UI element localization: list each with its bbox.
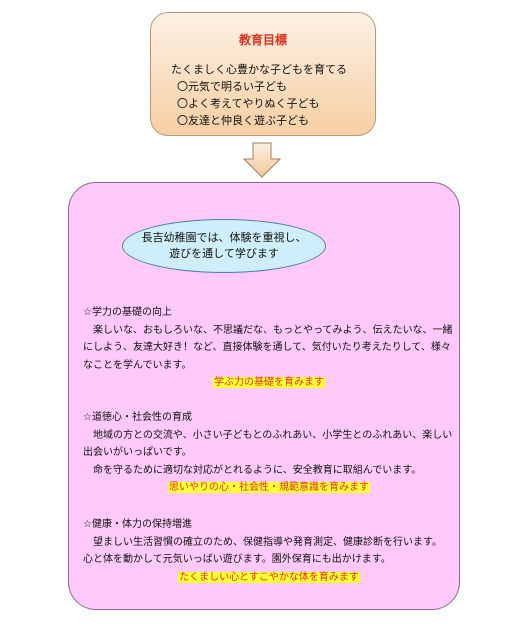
goal-item: 〇元気で明るい子ども — [177, 80, 287, 93]
down-arrow-icon — [243, 142, 281, 178]
goal-item: 〇よく考えてやりぬく子ども — [177, 97, 320, 110]
section-heading: ☆道徳心・社会性の育成 — [83, 412, 192, 423]
intro-ellipse: 長吉幼稚園では、体験を重視し、 遊びを通して学びます — [122, 219, 326, 273]
education-goal-box: 教育目標 たくましく心豊かな子どもを育てる 〇元気で明るい子ども 〇よく考えてや… — [150, 12, 376, 136]
goal-title: 教育目標 — [238, 33, 287, 47]
section-heading: ☆健康・体力の保持増進 — [83, 519, 192, 530]
goal-list: たくましく心豊かな子どもを育てる 〇元気で明るい子ども 〇よく考えてやりぬく子ど… — [171, 61, 347, 129]
section-body: 望ましい生活習慣の確立のため、保健指導や発育測定、健康診断を行います。 — [93, 536, 442, 548]
intro-text: 長吉幼稚園では、体験を重視し、 遊びを通して学びます — [123, 230, 325, 262]
intro-line: 遊びを通して学びます — [169, 247, 279, 260]
section-body: 地域の方との交流や、小さい子どもとのふれあい、小学生とのふれあい、楽しい出会いが… — [83, 429, 453, 459]
goal-main-line: たくましく心豊かな子どもを育てる — [171, 63, 347, 76]
section-academic: ☆学力の基礎の向上 楽しいな、おもしろいな、不思議だな、もっとやってみよう、伝え… — [83, 304, 455, 392]
section-highlight: 学ぶ力の基礎を育みます — [213, 377, 325, 388]
section-highlight: たくましい心とすこやかな体を育みます — [178, 571, 360, 583]
section-body: 楽しいな、おもしろいな、不思議だな、もっとやってみよう、伝えたいな、一緒にしよう… — [83, 324, 453, 371]
section-heading: ☆学力の基礎の向上 — [83, 307, 172, 318]
section-health: ☆健康・体力の保持増進 望ましい生活習慣の確立のため、保健指導や発育測定、健康診… — [83, 516, 455, 586]
section-moral-social: ☆道徳心・社会性の育成 地域の方との交流や、小さい子どもとのふれあい、小学生との… — [83, 409, 455, 497]
section-body: 心と体を動かして元気いっぱい遊びます。園外保育にも出かけます。 — [83, 554, 391, 565]
section-highlight: 思いやりの心・社会性・規範意識を育みます — [168, 482, 370, 493]
goal-item: 〇友達と仲良く遊ぶ子ども — [177, 114, 309, 127]
section-body: 命を守るために適切な対応がとれるように、安全教育に取組んでいます。 — [93, 464, 422, 476]
intro-line: 長吉幼稚園では、体験を重視し、 — [141, 231, 307, 244]
